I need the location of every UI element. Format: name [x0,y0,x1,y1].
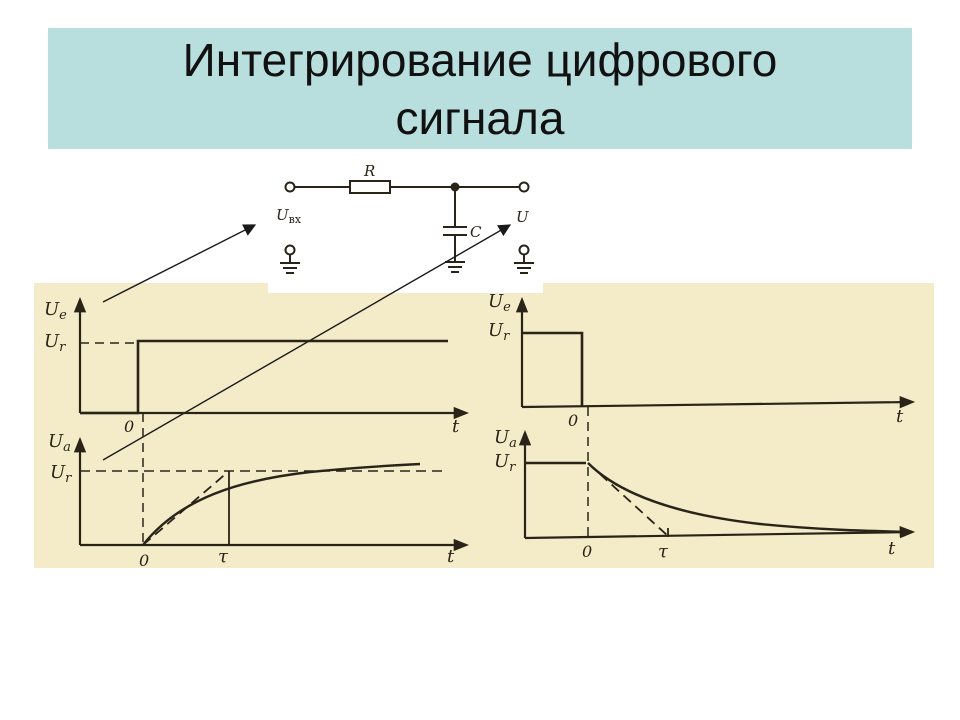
output-terminal [518,181,530,193]
right-bottom-level-label: Ur [494,451,516,475]
rc-circuit [280,180,534,274]
slide-title: Интегрирование цифрового сигнала [182,33,778,144]
input-ground-terminal [284,244,296,256]
right-bottom-x-axis [524,526,916,540]
left-bottom-origin: 0 [139,551,149,570]
output-ground-terminal [518,244,530,256]
left-top-level-label: Ur [44,331,66,355]
output-ground-icon [514,262,534,274]
output-voltage-label: U [516,208,530,226]
input-voltage-label: Uвх [276,206,302,226]
pointer-arrow-output [102,224,512,461]
left-bottom-xlabel: t [447,546,455,567]
left-bottom-level-label: Ur [50,462,72,486]
right-bottom-tau: τ [658,541,669,562]
left-bottom-ylabel: Ua [48,431,71,455]
left-top-origin: 0 [124,417,134,436]
right-discharge-curve [587,462,913,534]
input-terminal [284,181,296,193]
left-output-graph [73,413,470,552]
left-top-xlabel: t [452,416,460,437]
pointer-arrow-input [102,224,257,303]
right-top-level-label: Ur [488,320,510,344]
right-top-origin: 0 [568,411,578,430]
right-bottom-ylabel: Ua [494,427,517,451]
right-input-pulse [522,331,584,407]
input-ground-icon [280,262,300,274]
circuit-paper [268,153,543,293]
graphs-paper [34,283,934,568]
capacitor-ground-icon [445,261,465,273]
right-top-xlabel: t [896,406,904,427]
left-charge-curve [142,462,421,546]
resistor-label: R [363,162,375,180]
right-bottom-origin: 0 [582,542,592,561]
left-top-ylabel: Ue [44,299,67,323]
capacitor-label: C [470,223,482,241]
right-output-graph [518,407,916,540]
right-bottom-xlabel: t [888,538,896,559]
right-input-graph [515,296,916,409]
right-top-ylabel: Ue [488,291,511,315]
left-input-step [80,339,448,415]
left-bottom-tau: τ [218,546,229,567]
resistor [349,180,391,194]
left-input-graph [73,296,470,420]
right-top-x-axis [521,395,916,409]
title-bar: Интегрирование цифрового сигнала [48,28,912,149]
